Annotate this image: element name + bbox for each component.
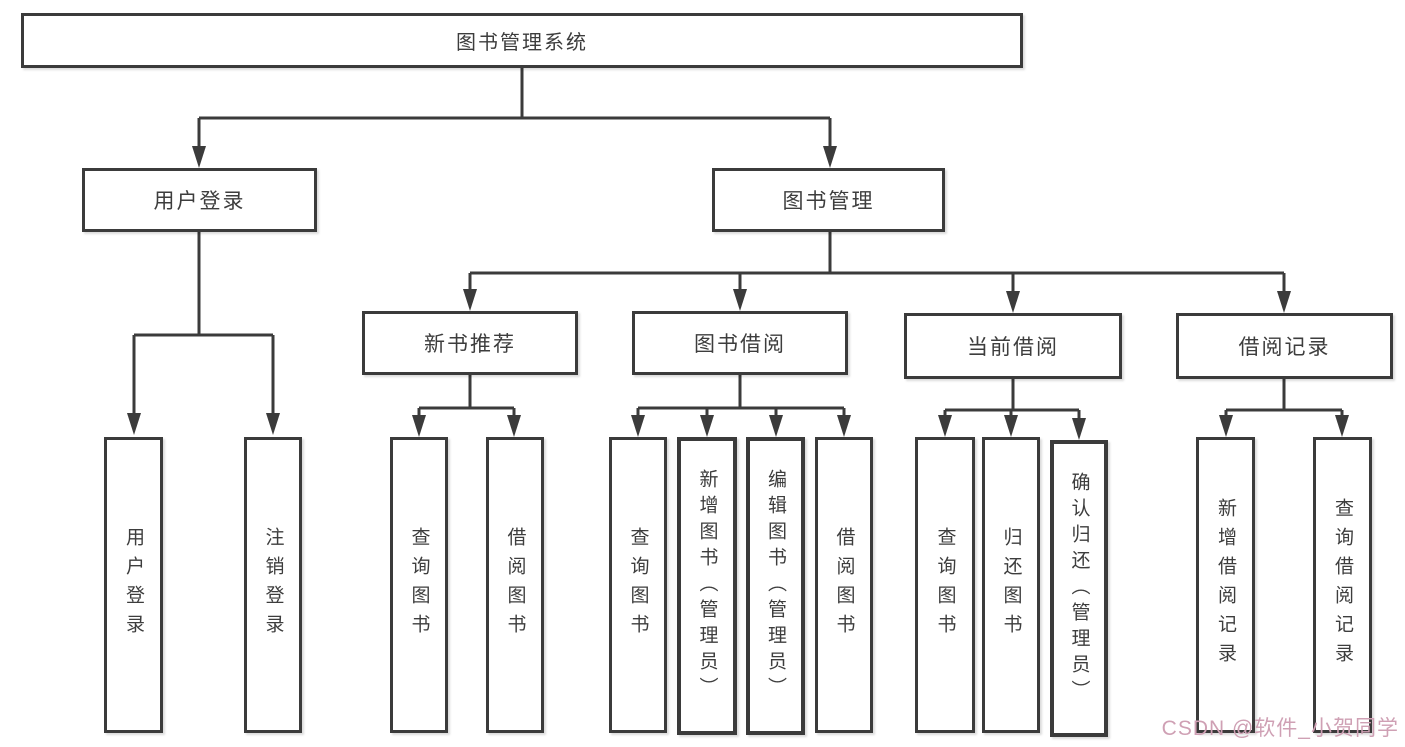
leaf-return-books: 归还图书: [982, 437, 1040, 733]
leaf-add-borrow-record-label: 新增借阅记录: [1215, 498, 1236, 672]
node-new-book-recommend-label: 新书推荐: [424, 333, 516, 356]
leaf-query-books-recommend: 查询图书: [390, 437, 448, 733]
node-current-borrow: 当前借阅: [904, 313, 1122, 379]
leaf-borrow-books-label: 借阅图书: [833, 527, 855, 643]
leaf-user-login: 用户登录: [104, 437, 163, 733]
leaf-return-books-label: 归还图书: [1000, 527, 1022, 643]
node-current-borrow-label: 当前借阅: [967, 336, 1059, 359]
leaf-user-login-label: 用户登录: [123, 527, 144, 643]
node-root-system: 图书管理系统: [21, 13, 1023, 68]
leaf-edit-books-admin: 编辑图书（管理员）: [746, 437, 805, 735]
leaf-logout: 注销登录: [244, 437, 302, 733]
node-book-borrow: 图书借阅: [632, 311, 848, 375]
leaf-edit-books-admin-label: 编辑图书（管理员）: [765, 469, 786, 703]
leaf-borrow-books-recommend: 借阅图书: [486, 437, 544, 733]
arrowhead-icons: [127, 146, 1349, 440]
node-book-borrow-label: 图书借阅: [694, 333, 786, 356]
node-user-login-label: 用户登录: [153, 190, 246, 213]
node-borrow-record: 借阅记录: [1176, 313, 1393, 379]
leaf-query-books-current-label: 查询图书: [934, 527, 956, 643]
node-book-management: 图书管理: [712, 168, 945, 232]
node-user-login: 用户登录: [82, 168, 317, 232]
node-root-label: 图书管理系统: [456, 32, 588, 54]
leaf-query-borrow-record-label: 查询借阅记录: [1332, 498, 1353, 672]
leaf-add-borrow-record: 新增借阅记录: [1196, 437, 1255, 733]
node-new-book-recommend: 新书推荐: [362, 311, 578, 375]
leaf-query-books-current: 查询图书: [915, 437, 975, 733]
node-book-management-label: 图书管理: [782, 190, 875, 213]
csdn-watermark: CSDN @软件_小贺同学: [1161, 717, 1399, 740]
leaf-borrow-books-recommend-label: 借阅图书: [504, 527, 526, 643]
leaf-query-borrow-record: 查询借阅记录: [1313, 437, 1372, 733]
leaf-logout-label: 注销登录: [262, 527, 284, 643]
node-borrow-record-label: 借阅记录: [1238, 336, 1331, 359]
leaf-query-books-borrow: 查询图书: [609, 437, 667, 733]
leaf-query-books-borrow-label: 查询图书: [627, 527, 649, 643]
leaf-add-books-admin-label: 新增图书（管理员）: [696, 469, 718, 703]
leaf-confirm-return-admin-label: 确认归还（管理员）: [1068, 471, 1090, 706]
leaf-add-books-admin: 新增图书（管理员）: [677, 437, 737, 735]
leaf-borrow-books: 借阅图书: [815, 437, 873, 733]
leaf-query-books-recommend-label: 查询图书: [408, 527, 430, 643]
leaf-confirm-return-admin: 确认归还（管理员）: [1050, 440, 1108, 737]
